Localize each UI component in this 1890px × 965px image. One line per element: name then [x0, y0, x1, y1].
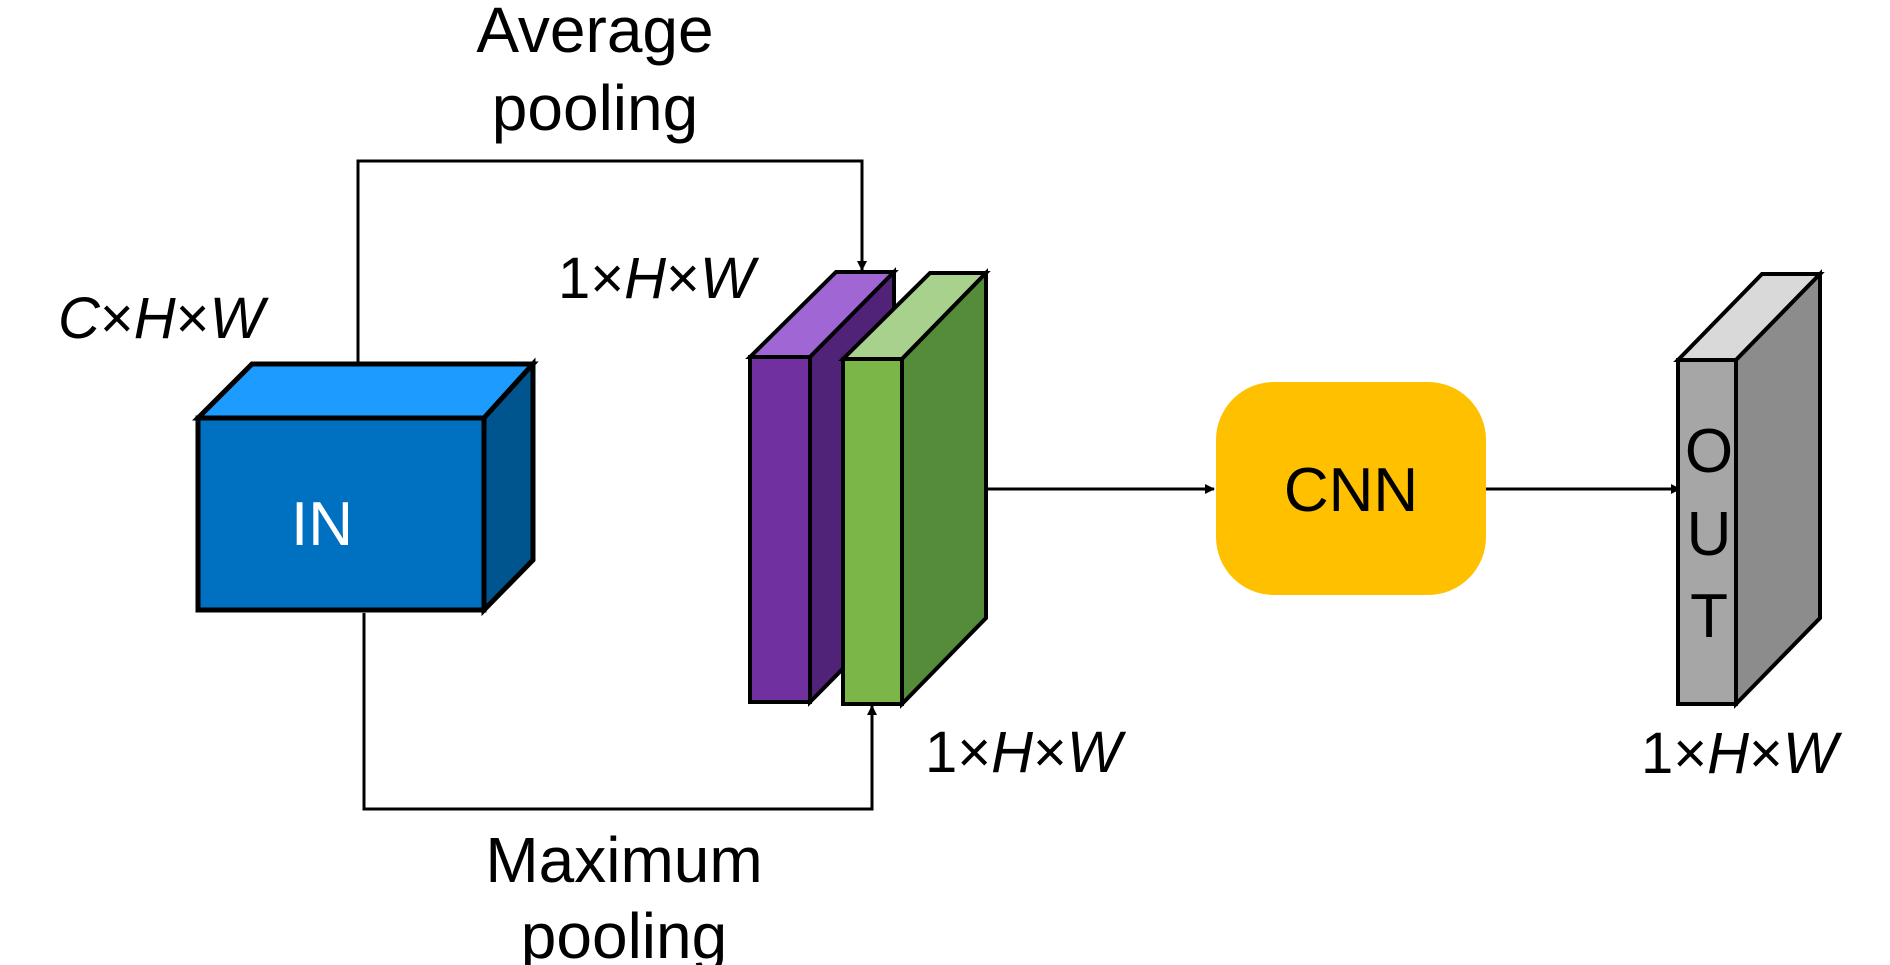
input-dims-label: C×H×W: [58, 286, 270, 351]
output-block-front-face: [1676, 358, 1738, 706]
average-pooling-label-line2: pooling: [492, 72, 698, 144]
cnn-block-label: CNN: [1284, 456, 1418, 525]
average-pooling-connector: [356, 159, 867, 362]
maximum-pooling-map: [838, 268, 991, 709]
maximum-pooling-map-front-face: [841, 357, 904, 706]
output-dims-label: 1×H×W: [1641, 721, 1843, 786]
maximum-pooling-connector: [362, 613, 877, 811]
average-pooling-dims-label: 1×H×W: [558, 246, 760, 311]
maximum-pooling-label-line1: Maximum: [485, 824, 762, 896]
input-block-front-face: [195, 415, 487, 613]
input-block-top-face: [191, 361, 539, 421]
cnn-block: CNN: [1216, 382, 1486, 595]
maximum-pooling-dims-label: 1×H×W: [925, 720, 1127, 785]
input-block: IN: [191, 357, 539, 617]
average-pooling-map-front-face: [748, 355, 812, 704]
output-block: O U T: [1673, 269, 1825, 709]
output-block-letter-u: U: [1687, 500, 1732, 569]
output-block-letter-t: T: [1690, 582, 1728, 651]
maximum-pooling-label-line2: pooling: [521, 900, 727, 965]
output-block-letter-o: O: [1685, 417, 1733, 486]
cnn-block-box: [1216, 382, 1486, 595]
input-block-label: IN: [291, 490, 353, 559]
average-pooling-label-line1: Average: [476, 0, 713, 66]
